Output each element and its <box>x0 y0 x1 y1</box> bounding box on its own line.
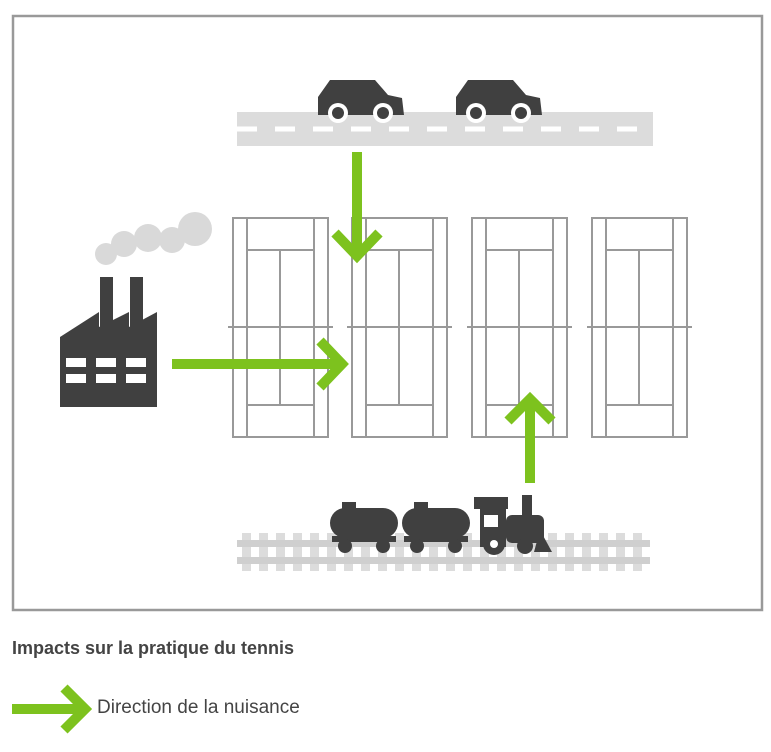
tank-wagon-icon <box>330 502 398 553</box>
tank-wagon-icon <box>402 502 470 553</box>
car-icon <box>318 80 404 123</box>
tennis-court <box>228 217 333 438</box>
green-arrow-right-icon <box>12 684 92 734</box>
road <box>237 112 653 146</box>
arrow-from-factory <box>172 337 349 391</box>
legend-label: Direction de la nuisance <box>97 697 300 718</box>
arrow-from-railway <box>504 391 556 483</box>
arrow-from-road <box>331 152 383 264</box>
tennis-court <box>347 217 452 438</box>
nuisance-diagram <box>11 14 764 612</box>
tennis-court <box>587 217 692 438</box>
factory-icon <box>60 212 212 407</box>
diagram-frame <box>11 14 764 612</box>
smoke-cloud-icon <box>95 212 212 265</box>
car-icon <box>456 80 542 123</box>
steam-locomotive-icon <box>474 495 552 555</box>
caption-title: Impacts sur la pratique du tennis <box>12 638 295 658</box>
